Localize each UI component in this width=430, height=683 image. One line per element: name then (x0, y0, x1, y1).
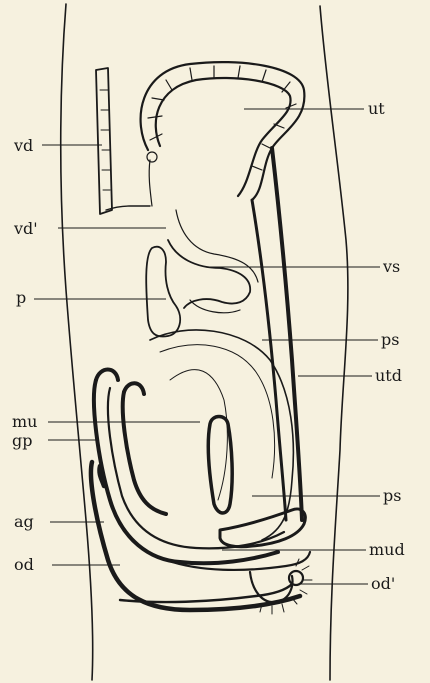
label-ag: ag (14, 514, 34, 530)
label-od-prime: od' (371, 576, 395, 592)
uterine-duct-outer (272, 148, 302, 520)
label-vd: vd (14, 138, 33, 154)
label-mu: mu (12, 414, 37, 430)
label-utd: utd (375, 368, 402, 384)
label-ps-upper: ps (381, 332, 399, 348)
label-od: od (14, 557, 34, 573)
label-vd-prime: vd' (14, 221, 38, 237)
penis (146, 247, 180, 337)
label-gp: gp (12, 433, 32, 449)
oviduct (120, 584, 292, 602)
muscular-bulb (150, 330, 293, 540)
label-ps-lower: ps (383, 488, 401, 504)
body-wall-left (61, 4, 93, 680)
body-wall-right (320, 6, 348, 680)
label-vs: vs (383, 259, 400, 275)
inner-loop (208, 417, 232, 514)
uterus (141, 62, 305, 200)
label-p: p (16, 290, 26, 306)
label-mud: mud (369, 542, 405, 558)
label-ut: ut (368, 101, 385, 117)
seminal-vesicle (168, 210, 258, 313)
genital-fold (94, 370, 284, 564)
